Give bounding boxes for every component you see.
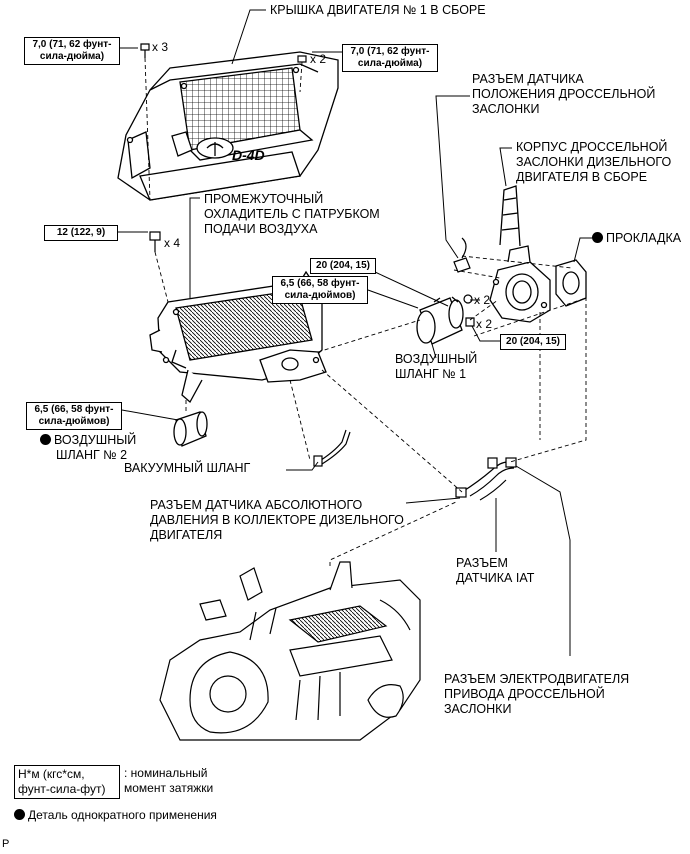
- legend-non-reusable: Деталь однократного применения: [14, 808, 217, 823]
- label-map-sensor-line1: РАЗЪЕМ ДАТЧИКА АБСОЛЮТНОГО: [150, 498, 363, 512]
- non-reusable-dot-icon: [40, 434, 51, 445]
- throttle-bolt: [465, 317, 475, 327]
- qty-cover-left: x 3: [152, 40, 169, 54]
- label-throttle-sensor-line3: ЗАСЛОНКИ: [472, 102, 540, 116]
- qty-throttle-nut: x 2: [474, 293, 491, 307]
- label-intercooler-line3: ПОДАЧИ ВОЗДУХА: [204, 222, 318, 236]
- legend-unit-desc-line1: : номинальный: [124, 766, 208, 780]
- label-gasket-text: ПРОКЛАДКА: [606, 231, 682, 245]
- label-throttle-motor-line1: РАЗЪЕМ ЭЛЕКТРОДВИГАТЕЛЯ: [444, 672, 630, 686]
- label-vacuum-hose: ВАКУУМНЫЙ ШЛАНГ: [124, 461, 250, 476]
- torque-box-throttle-nut: 20 (204, 15): [310, 258, 376, 274]
- label-engine-cover: КРЫШКА ДВИГАТЕЛЯ № 1 В СБОРЕ: [270, 3, 486, 18]
- torque-box-intercooler-bolt: 12 (122, 9): [44, 225, 118, 241]
- vacuum-hose-drawing: [313, 429, 351, 467]
- torque-cover-left-line1: 7,0 (71, 62 фунт-: [32, 39, 112, 50]
- qty-intercooler-bolt: x 4: [164, 236, 181, 250]
- engine-cover-drawing: [117, 51, 339, 201]
- torque-hose1-clamp-line1: 6,5 (66, 58 фунт-: [280, 278, 360, 289]
- footer-code: P: [2, 838, 10, 850]
- non-reusable-dot-icon: [592, 232, 603, 243]
- label-intercooler-line2: ОХЛАДИТЕЛЬ С ПАТРУБКОМ: [204, 207, 380, 221]
- label-air-hose-1-line2: ШЛАНГ № 1: [395, 367, 467, 381]
- label-throttle-sensor-line1: РАЗЪЕМ ДАТЧИКА: [472, 72, 584, 86]
- qty-throttle-bolt: x 2: [476, 317, 493, 331]
- label-throttle-motor-line3: ЗАСЛОНКИ: [444, 702, 512, 716]
- torque-hose1-clamp-line2: сила-дюймов): [284, 290, 356, 301]
- air-hose-2-drawing: [173, 411, 208, 447]
- label-iat-sensor-line2: ДАТЧИКА IAT: [456, 571, 535, 585]
- non-reusable-dot-icon: [14, 809, 25, 820]
- dashed-lines: [144, 57, 587, 566]
- label-throttle-motor: РАЗЪЕМ ЭЛЕКТРОДВИГАТЕЛЯ ПРИВОДА ДРОССЕЛЬ…: [444, 672, 629, 717]
- torque-hose2-clamp-line2: сила-дюймов): [38, 416, 110, 427]
- label-air-hose-2-line1: ВОЗДУШНЫЙ: [54, 433, 137, 447]
- torque-box-hose2-clamp: 6,5 (66, 58 фунт- сила-дюймов): [26, 402, 122, 430]
- label-air-hose-1: ВОЗДУШНЫЙ ШЛАНГ № 1: [395, 352, 477, 382]
- label-throttle-sensor: РАЗЪЕМ ДАТЧИКА ПОЛОЖЕНИЯ ДРОССЕЛЬНОЙ ЗАС…: [472, 72, 655, 117]
- label-map-sensor-line2: ДАВЛЕНИЯ В КОЛЛЕКТОРЕ ДИЗЕЛЬНОГО: [150, 513, 404, 527]
- throttle-nut: [463, 294, 473, 304]
- cover-bolt-right: [297, 55, 307, 63]
- legend-unit-line1: Н*м (кгс*см,: [18, 767, 85, 781]
- cover-logo-text: D-4D: [232, 147, 265, 163]
- label-throttle-motor-line2: ПРИВОДА ДРОССЕЛЬНОЙ: [444, 687, 605, 701]
- torque-cover-right-line2: сила-дюйма): [357, 58, 423, 69]
- wire-harness-drawing: [455, 457, 517, 501]
- torque-intercooler-bolt-line1: 12 (122, 9): [56, 227, 106, 238]
- qty-cover-right: x 2: [310, 52, 327, 66]
- intercooler-bolt: [149, 231, 161, 252]
- label-throttle-body-line1: КОРПУС ДРОССЕЛЬНОЙ: [516, 140, 668, 154]
- gasket-drawing: [555, 259, 587, 307]
- throttle-body-drawing: [489, 185, 551, 323]
- label-gasket: ПРОКЛАДКА: [592, 231, 681, 246]
- torque-box-cover-left: 7,0 (71, 62 фунт- сила-дюйма): [24, 37, 120, 65]
- torque-throttle-bolt-line1: 20 (204, 15): [506, 336, 560, 347]
- torque-box-throttle-bolt: 20 (204, 15): [500, 334, 566, 350]
- cover-bolt-left: [140, 43, 150, 58]
- legend-unit-description: : номинальный момент затяжки: [124, 766, 213, 796]
- label-throttle-body: КОРПУС ДРОССЕЛЬНОЙ ЗАСЛОНКИ ДИЗЕЛЬНОГО Д…: [516, 140, 671, 185]
- label-engine-cover-text: КРЫШКА ДВИГАТЕЛЯ № 1 В СБОРЕ: [270, 3, 486, 17]
- label-air-hose-2: ВОЗДУШНЫЙ ШЛАНГ № 2: [40, 433, 136, 463]
- torque-cover-left-line2: сила-дюйма): [39, 51, 105, 62]
- label-map-sensor: РАЗЪЕМ ДАТЧИКА АБСОЛЮТНОГО ДАВЛЕНИЯ В КО…: [150, 498, 404, 543]
- label-throttle-body-line3: ДВИГАТЕЛЯ В СБОРЕ: [516, 170, 648, 184]
- torque-box-cover-right: 7,0 (71, 62 фунт- сила-дюйма): [342, 44, 438, 72]
- label-map-sensor-line3: ДВИГАТЕЛЯ: [150, 528, 223, 542]
- leader-lines: [118, 9, 592, 656]
- legend-unit-line2: фунт-сила-фут): [18, 782, 106, 796]
- label-iat-sensor-line1: РАЗЪЕМ: [456, 556, 508, 570]
- label-throttle-body-line2: ЗАСЛОНКИ ДИЗЕЛЬНОГО: [516, 155, 672, 169]
- label-intercooler: ПРОМЕЖУТОЧНЫЙ ОХЛАДИТЕЛЬ С ПАТРУБКОМ ПОД…: [204, 192, 380, 237]
- legend-unit-box: Н*м (кгс*см, фунт-сила-фут): [14, 765, 120, 799]
- label-intercooler-line1: ПРОМЕЖУТОЧНЫЙ: [204, 192, 324, 206]
- torque-cover-right-line1: 7,0 (71, 62 фунт-: [350, 46, 430, 57]
- label-air-hose-1-line1: ВОЗДУШНЫЙ: [395, 352, 478, 366]
- label-iat-sensor: РАЗЪЕМ ДАТЧИКА IAT: [456, 556, 534, 586]
- legend-unit-desc-line2: момент затяжки: [124, 781, 214, 795]
- label-vacuum-hose-text: ВАКУУМНЫЙ ШЛАНГ: [124, 461, 251, 475]
- legend-non-reusable-text: Деталь однократного применения: [28, 808, 217, 822]
- torque-box-hose1-clamp: 6,5 (66, 58 фунт- сила-дюймов): [272, 276, 368, 304]
- label-throttle-sensor-line2: ПОЛОЖЕНИЯ ДРОССЕЛЬНОЙ: [472, 87, 656, 101]
- torque-hose2-clamp-line1: 6,5 (66, 58 фунт-: [34, 404, 114, 415]
- engine-block-drawing: [159, 561, 421, 741]
- label-air-hose-2-line2: ШЛАНГ № 2: [56, 448, 128, 462]
- throttle-sensor-connector-drawing: [453, 237, 471, 273]
- torque-throttle-nut-line1: 20 (204, 15): [316, 260, 370, 271]
- air-hose-1-drawing: [416, 296, 464, 345]
